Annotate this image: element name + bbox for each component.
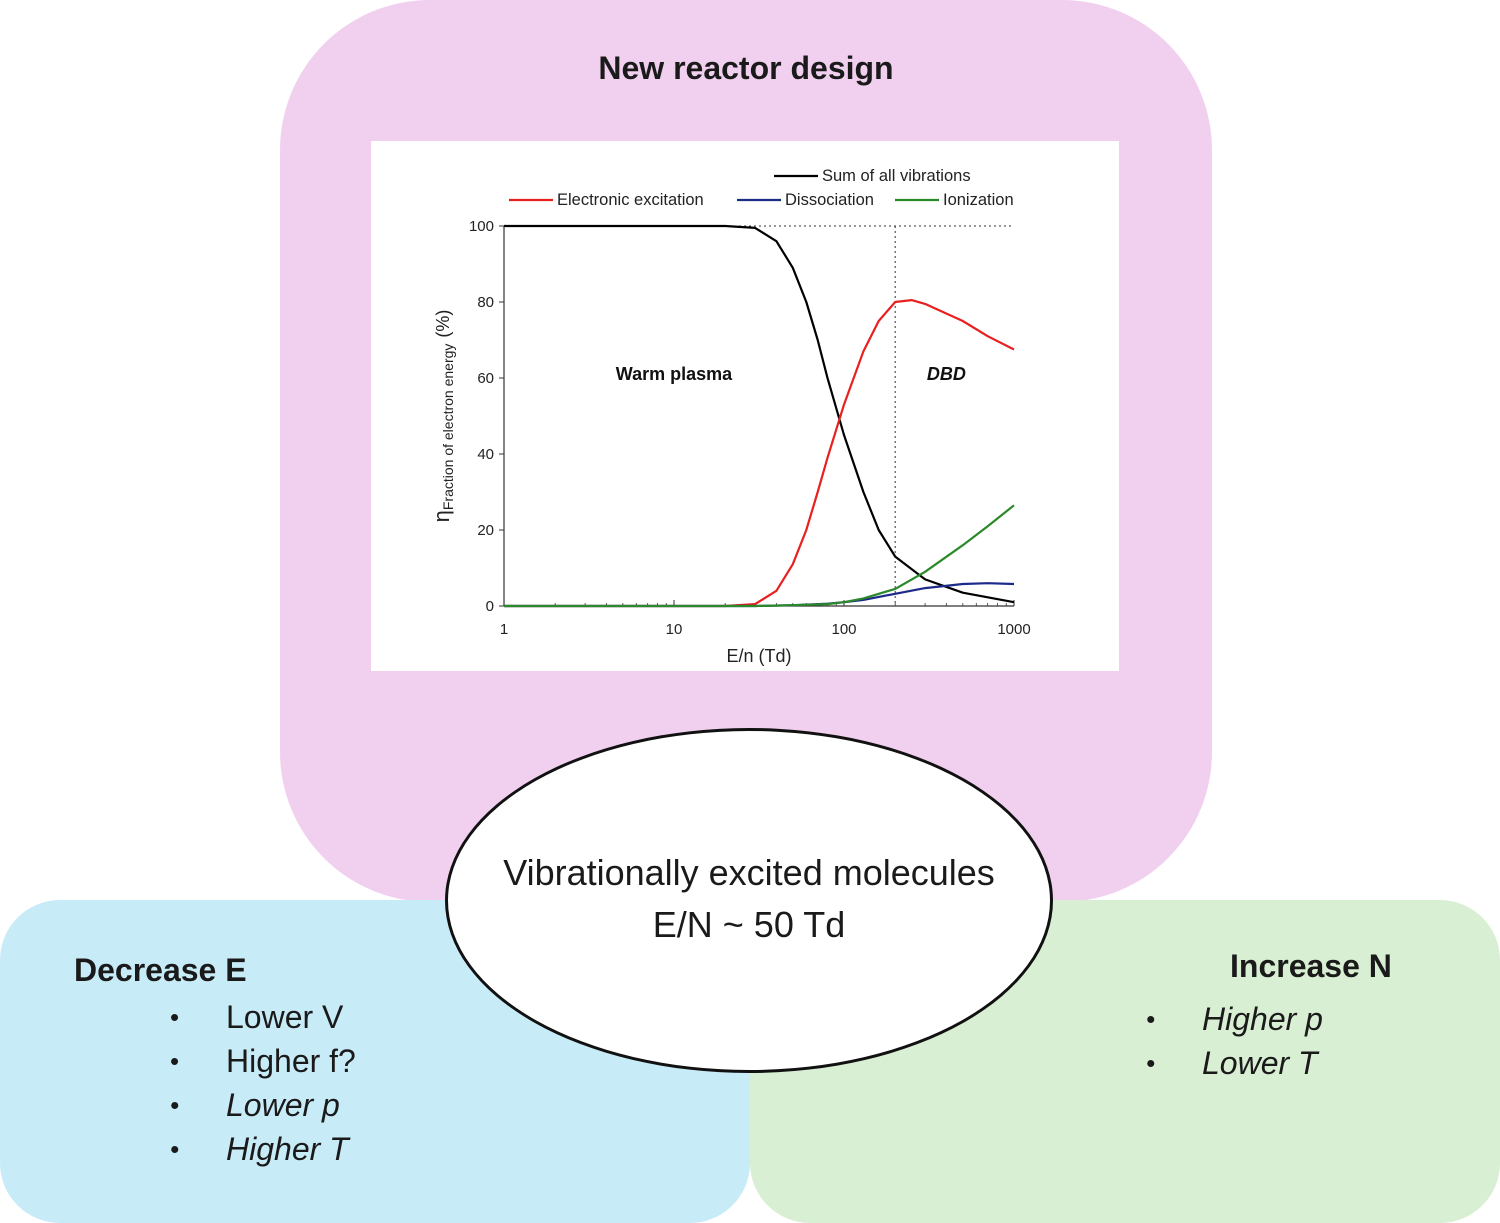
increase-n-title: Increase N bbox=[1230, 948, 1392, 984]
decrease-e-title: Decrease E bbox=[74, 952, 247, 988]
decrease-e-item-label: Higher T bbox=[226, 1131, 349, 1167]
center-label-line1: Vibrationally excited molecules bbox=[503, 852, 995, 893]
series-line-0 bbox=[504, 224, 1015, 604]
decrease-e-list: • Lower V • Higher f? • Lower p • Higher T bbox=[170, 995, 356, 1171]
y-tick-label: 80 bbox=[477, 294, 494, 311]
decrease-e-item-label: Lower p bbox=[226, 1087, 340, 1123]
decrease-e-item: • Higher T bbox=[170, 1127, 356, 1171]
decrease-e-item: • Lower V bbox=[170, 995, 356, 1039]
increase-n-item: • Higher p bbox=[1146, 997, 1323, 1041]
decrease-e-item: • Lower p bbox=[170, 1083, 356, 1127]
decrease-e-item-label: Lower V bbox=[226, 999, 344, 1035]
y-axis-label: ηFraction of electron energy(%) bbox=[429, 310, 456, 523]
y-tick-label: 20 bbox=[477, 522, 494, 539]
bullet-icon: • bbox=[170, 1046, 180, 1076]
series-line-1 bbox=[504, 299, 1015, 608]
increase-n-item-label: Higher p bbox=[1202, 1001, 1323, 1037]
bullet-icon: • bbox=[1146, 1048, 1156, 1078]
x-tick-label: 1000 bbox=[997, 621, 1030, 638]
decrease-e-item: • Higher f? bbox=[170, 1039, 356, 1083]
bullet-icon: • bbox=[170, 1134, 180, 1164]
bullet-icon: • bbox=[170, 1090, 180, 1120]
y-tick-label: 40 bbox=[477, 446, 494, 463]
legend-label: Sum of all vibrations bbox=[822, 167, 971, 185]
y-tick-label: 0 bbox=[486, 598, 494, 615]
legend-label: Ionization bbox=[943, 191, 1014, 209]
series-line-3 bbox=[504, 504, 1015, 608]
x-tick-label: 100 bbox=[831, 621, 856, 638]
increase-n-item-label: Lower T bbox=[1202, 1045, 1318, 1081]
x-tick-label: 10 bbox=[666, 621, 683, 638]
center-ellipse bbox=[445, 728, 1053, 1073]
x-tick-label: 1 bbox=[500, 621, 508, 638]
bullet-icon: • bbox=[170, 1002, 180, 1032]
reactor-design-title: New reactor design bbox=[598, 50, 894, 86]
increase-n-list: • Higher p • Lower T bbox=[1146, 997, 1323, 1085]
legend-label: Dissociation bbox=[785, 191, 874, 209]
decrease-e-item-label: Higher f? bbox=[226, 1043, 356, 1079]
annotation-label: DBD bbox=[927, 364, 966, 384]
x-axis-label: E/n (Td) bbox=[726, 646, 791, 666]
annotation-label: Warm plasma bbox=[616, 364, 733, 384]
increase-n-item: • Lower T bbox=[1146, 1041, 1323, 1085]
legend-label: Electronic excitation bbox=[557, 191, 704, 209]
bullet-icon: • bbox=[1146, 1004, 1156, 1034]
center-label-line2: E/N ~ 50 Td bbox=[652, 904, 846, 945]
y-tick-label: 60 bbox=[477, 370, 494, 387]
y-tick-label: 100 bbox=[469, 218, 494, 235]
